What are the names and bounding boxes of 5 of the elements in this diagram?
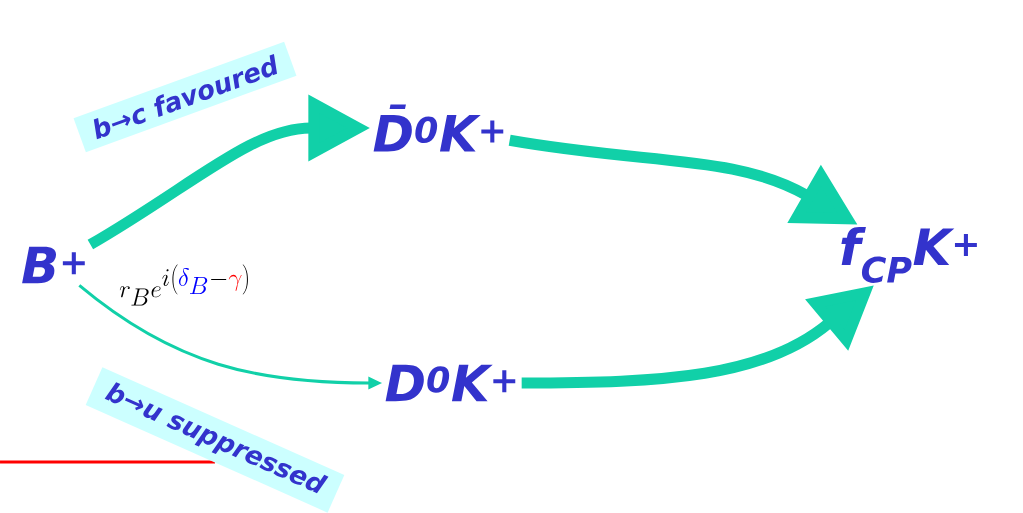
edge-label: $r_B e^{i\left(\color{blue}\delta_B\color{black}-\color{red}\gamma\color{black}\right)}$: [119, 264, 248, 306]
particle-label: f$_{CP}$K$^{+}$: [841, 227, 977, 283]
particle-label: D̄$^{0}$K$^{+}$: [373, 104, 504, 152]
particle-label: D$^{0}$K$^{+}$: [385, 364, 516, 402]
particle-label: B$^{+}$: [22, 246, 85, 284]
